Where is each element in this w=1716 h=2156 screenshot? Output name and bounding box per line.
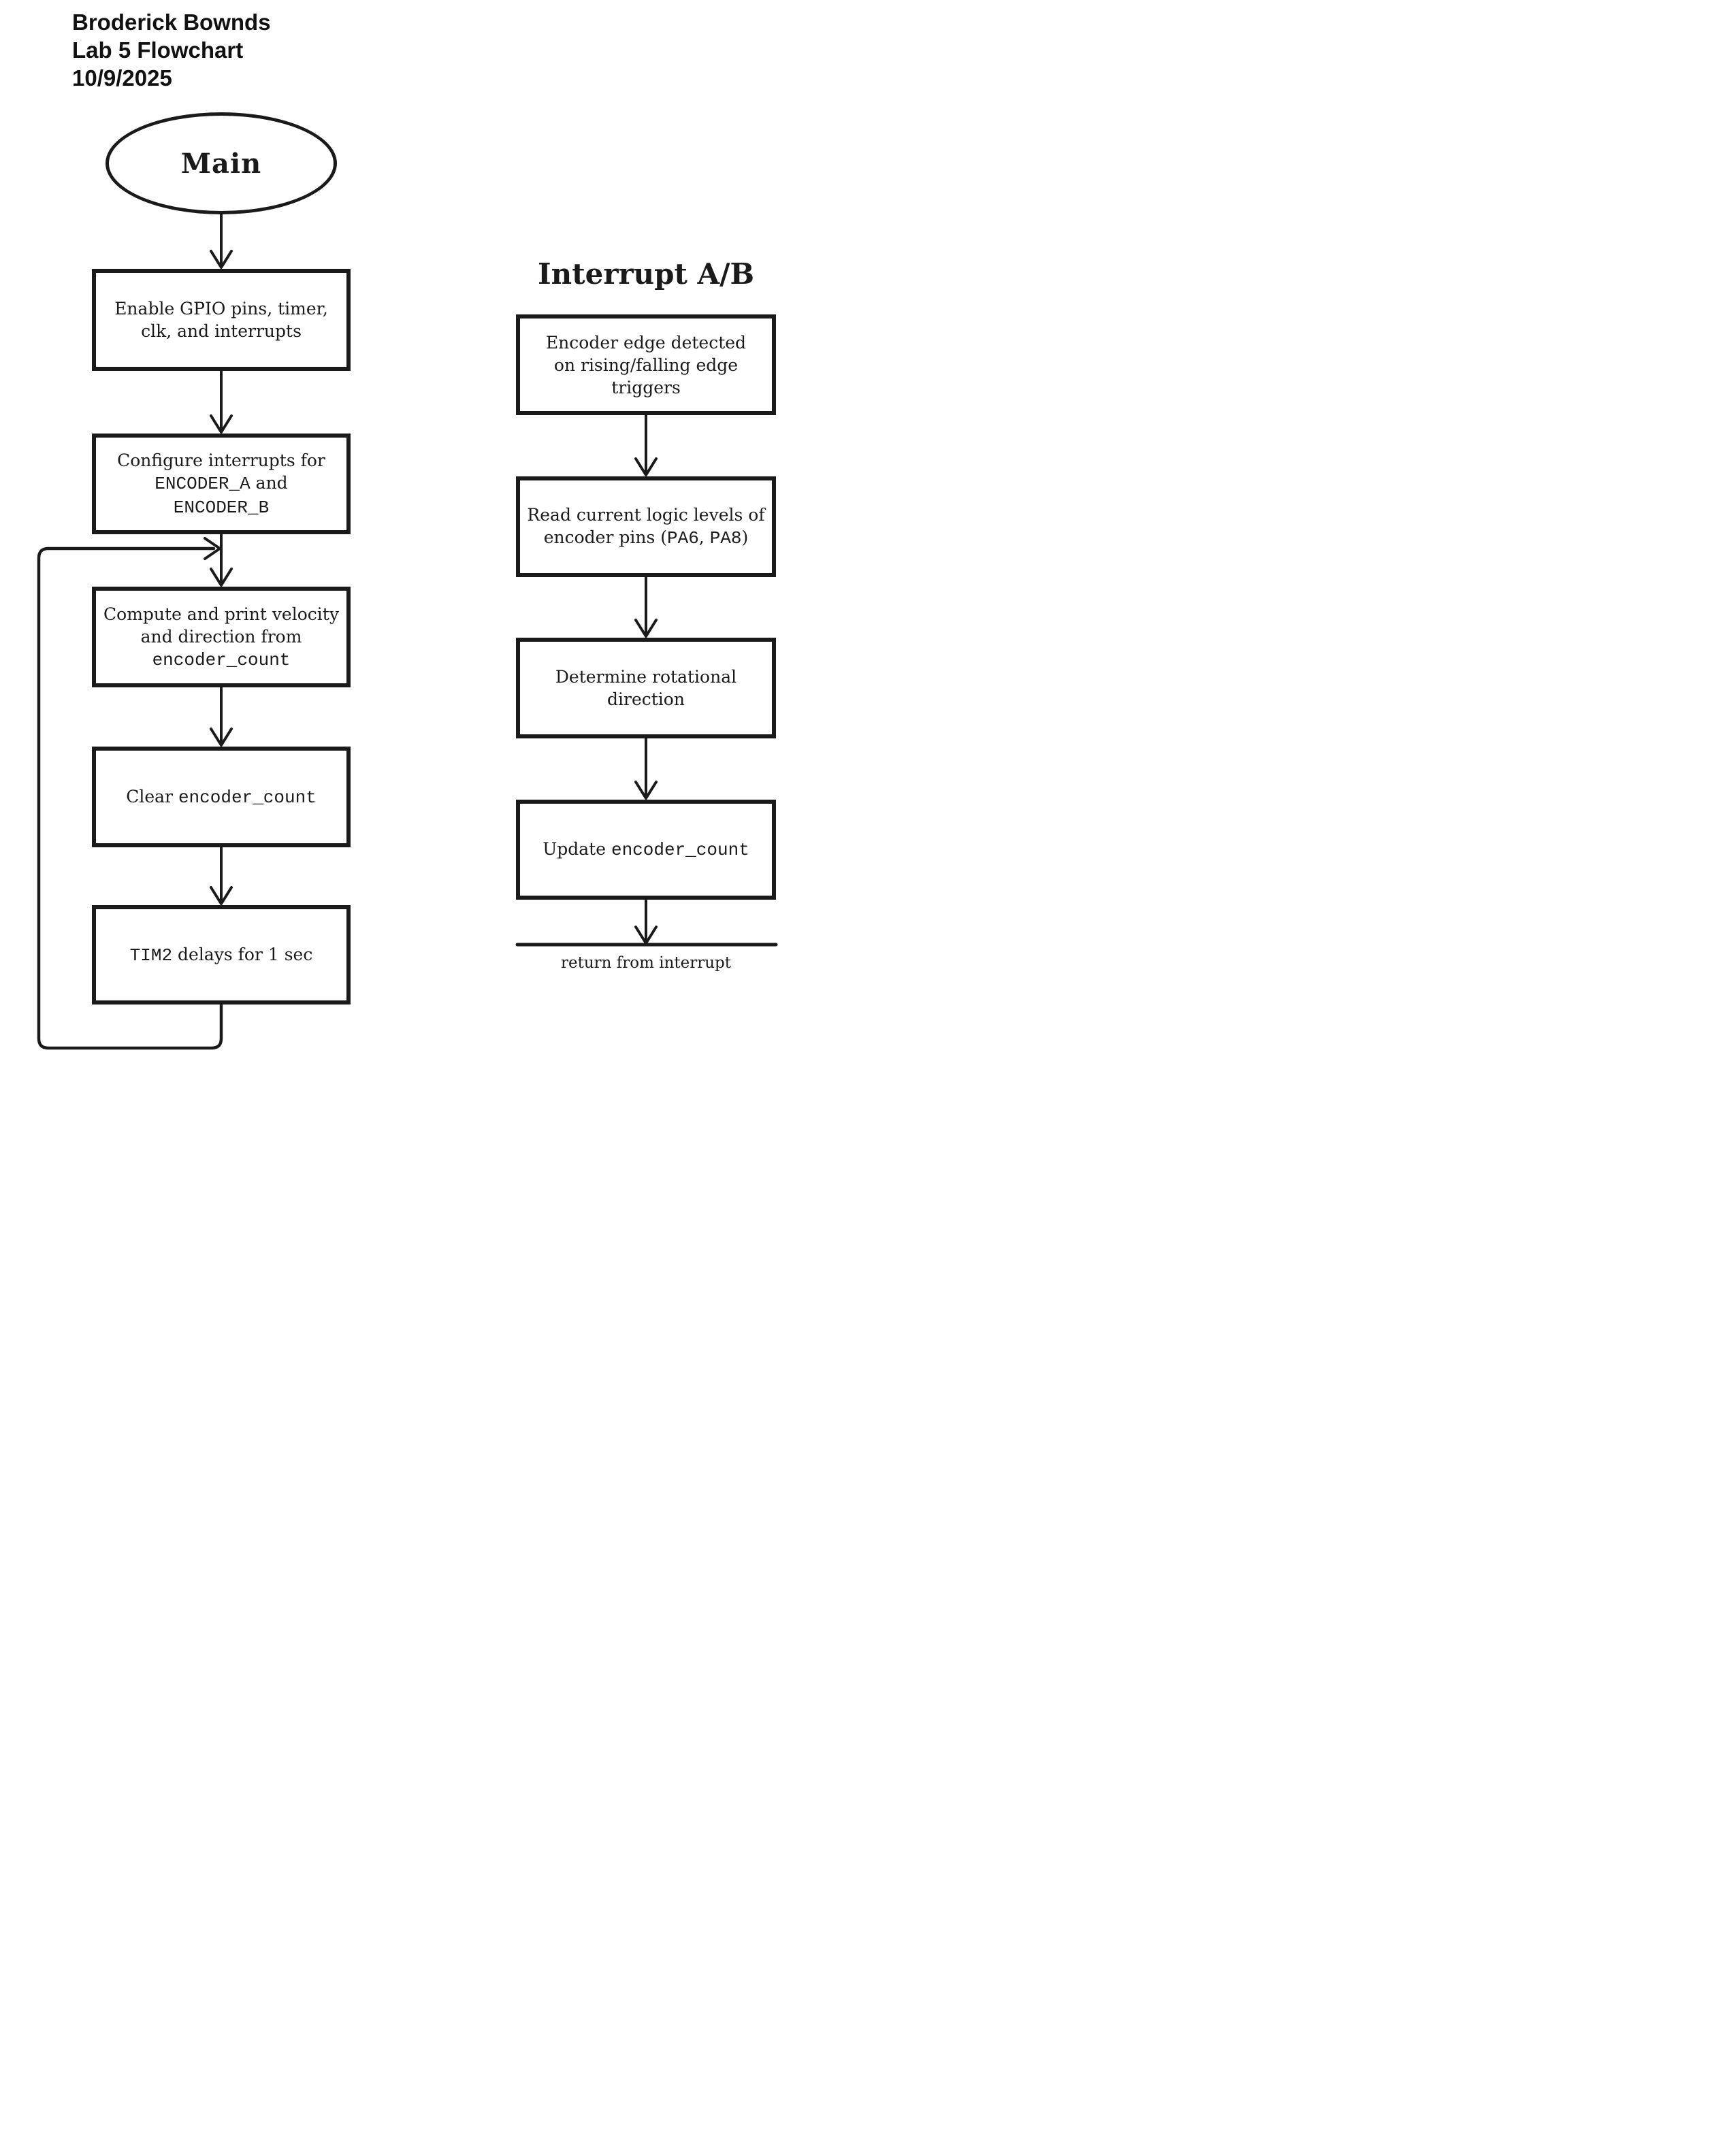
return-from-interrupt-label: return from interrupt	[560, 954, 732, 972]
flowchart-page: Broderick Bownds Lab 5 Flowchart 10/9/20…	[0, 0, 858, 1078]
arrow-main-to-enable	[210, 213, 233, 269]
process-box-clear-count: Clear encoder_count	[92, 747, 351, 847]
arrow-enable-to-configure	[210, 370, 233, 434]
document-title: Lab 5 Flowchart	[72, 37, 244, 63]
process-box-update-count: Update encoder_count	[516, 800, 776, 900]
author-name: Broderick Bownds	[72, 10, 271, 35]
arrow-edge-to-read	[634, 414, 658, 476]
interrupt-section-title: Interrupt A/B	[538, 257, 754, 291]
document-header: Broderick Bownds Lab 5 Flowchart 10/9/20…	[72, 8, 271, 92]
connector-layer	[37, 213, 778, 1050]
document-date: 10/9/2025	[72, 65, 172, 91]
arrow-configure-to-compute	[210, 534, 233, 587]
start-terminal-main: Main	[106, 112, 337, 214]
process-box-tim2-delay: TIM2 delays for 1 sec	[92, 905, 351, 1004]
arrow-compute-to-clear	[210, 687, 233, 747]
process-box-enable-gpio: Enable GPIO pins, timer,clk, and interru…	[92, 269, 351, 371]
arrow-read-to-direction	[634, 576, 658, 638]
loop-tim2-to-compute	[37, 546, 223, 1050]
arrow-clear-to-tim2	[210, 847, 233, 905]
arrow-direction-to-update	[634, 738, 658, 800]
loop-arrowhead	[204, 537, 221, 560]
arrow-update-to-return	[634, 899, 658, 945]
start-terminal-label: Main	[180, 147, 262, 180]
